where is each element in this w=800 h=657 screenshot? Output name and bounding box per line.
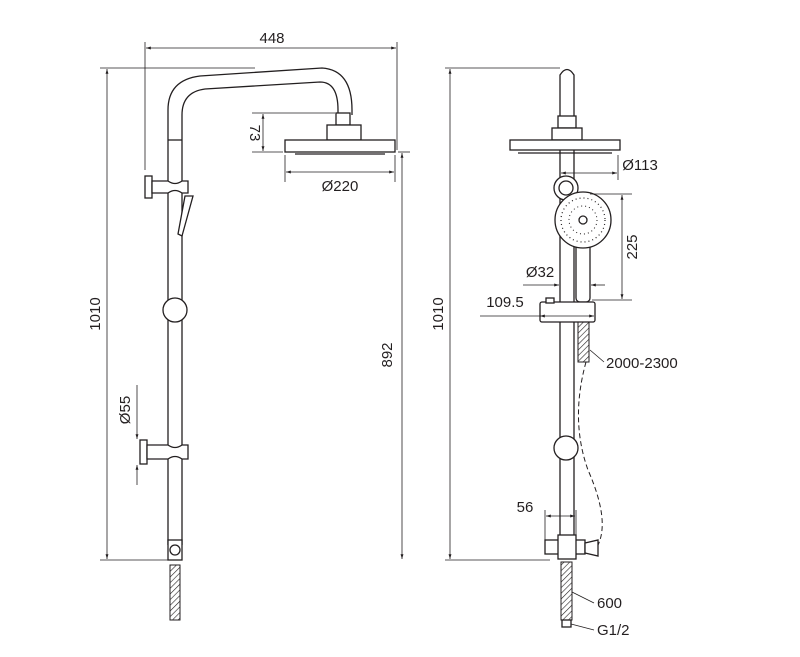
dimension-label-220: Ø220 — [322, 178, 359, 195]
inlet-hose-length-label: 600 — [597, 595, 622, 612]
dimension-overall-width: 448 — [144, 30, 398, 170]
dimension-head-diameter-side: Ø220 — [284, 155, 396, 195]
inlet-thread-leader — [570, 623, 595, 631]
dimension-label-32: Ø32 — [526, 264, 554, 281]
rain-shower-head-front — [509, 115, 621, 154]
rain-shower-head-side — [284, 112, 396, 155]
slider-holder — [539, 297, 596, 323]
hand-shower — [554, 191, 612, 303]
dimension-overall-height-side: 1010 — [87, 67, 255, 561]
hose-leader-line — [589, 349, 605, 363]
dimension-label-1010-side: 1010 — [87, 297, 104, 330]
riser-pipe — [167, 67, 353, 545]
shower-hose — [577, 321, 590, 363]
dimension-handle-diameter: Ø32 — [523, 264, 605, 287]
holder-ring-inner — [558, 180, 574, 196]
wall-bracket-lower — [139, 439, 189, 465]
diverter-valve-side — [167, 539, 183, 621]
dimension-label-109-5: 109.5 — [486, 294, 524, 311]
dimension-label-1010-front: 1010 — [430, 297, 447, 330]
dimension-label-225: 225 — [624, 234, 641, 259]
slide-knob-side — [162, 297, 188, 323]
inlet-thread-label: G1/2 — [597, 622, 630, 639]
dimension-bracket-diameter: Ø55 — [117, 385, 139, 485]
side-view: 448 1010 73 — [87, 30, 410, 621]
front-view: 1010 Ø113 225 — [430, 67, 678, 639]
inlet-hose-leader — [571, 591, 595, 604]
diverter-valve-front — [544, 534, 599, 560]
dimension-label-113: Ø113 — [622, 157, 658, 174]
dimension-label-448: 448 — [259, 30, 284, 47]
inlet-hose — [560, 561, 573, 621]
dimension-label-56: 56 — [517, 499, 534, 516]
slide-knob-front — [553, 435, 579, 461]
inlet-thread — [561, 619, 572, 628]
dimension-head-height: 73 — [246, 112, 335, 153]
dimension-label-892: 892 — [379, 342, 396, 367]
dimension-label-73: 73 — [246, 125, 263, 142]
dimension-label-55: Ø55 — [117, 396, 134, 424]
hose-path-dashed — [577, 361, 603, 546]
hose-length-label: 2000-2300 — [606, 355, 678, 372]
dimension-holder-projection: 109.5 — [480, 294, 594, 318]
dimension-overall-height-front: 1010 — [430, 67, 560, 561]
dimension-valve-offset: 56 — [517, 499, 577, 540]
wall-bracket-upper — [144, 175, 194, 237]
dimension-head-to-bottom: 892 — [379, 151, 410, 559]
dimension-handshower-length: 225 — [590, 193, 641, 301]
dimension-head-diameter-front: Ø113 — [561, 155, 658, 180]
